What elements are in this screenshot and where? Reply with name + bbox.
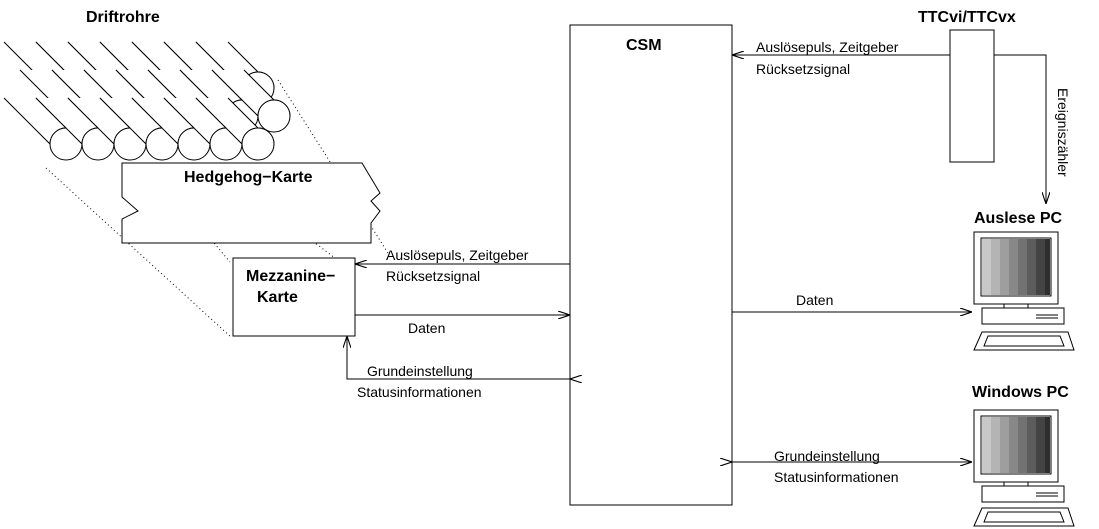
win-config-label-line2: Statusinformationen (774, 469, 899, 485)
ttc-label: TTCvi/TTCvx (918, 9, 1016, 26)
mezz-config-label-line2: Statusinformationen (357, 384, 482, 400)
mezzanine-card (232, 257, 356, 337)
csm-to-mezz-label-line2: Rücksetzsignal (386, 268, 481, 284)
drift-tube (195, 97, 275, 161)
mezz-config-label-line1: Grundeinstellung (367, 363, 473, 379)
arrow-mezzanine-config (347, 336, 570, 379)
mezz-daten-label: Daten (408, 320, 446, 336)
windows-pc-label: Windows PC (972, 384, 1069, 401)
auslese-pc-icon (973, 231, 1075, 351)
ereigniszaehler-label: Ereigniszähler (1055, 88, 1071, 177)
drift-tube (211, 69, 291, 133)
auslese-pc-label: Auslese PC (974, 210, 1063, 227)
hedgehog-card (121, 162, 381, 244)
ttc-box (949, 29, 995, 163)
pc-daten-label: Daten (796, 292, 834, 308)
windows-pc-icon (973, 409, 1075, 527)
driftrohre-label: Driftrohre (86, 9, 160, 26)
csm-to-mezz-label-line1: Auslösepuls, Zeitgeber (386, 247, 529, 263)
ttc-to-csm-label-line2: Rücksetzsignal (756, 61, 851, 77)
ttc-to-csm-label-line1: Auslösepuls, Zeitgeber (756, 39, 899, 55)
csm-box (569, 24, 733, 506)
drift-tubes-bundle (3, 41, 291, 161)
win-config-label-line1: Grundeinstellung (774, 448, 880, 464)
mezzanine-card-label-line1: Mezzanine− (246, 268, 336, 285)
hedgehog-card-label: Hedgehog−Karte (184, 169, 313, 186)
mezzanine-card-label-line2: Karte (257, 289, 298, 306)
arrow-ereigniszaehler (994, 54, 1046, 204)
csm-label: CSM (626, 37, 662, 54)
